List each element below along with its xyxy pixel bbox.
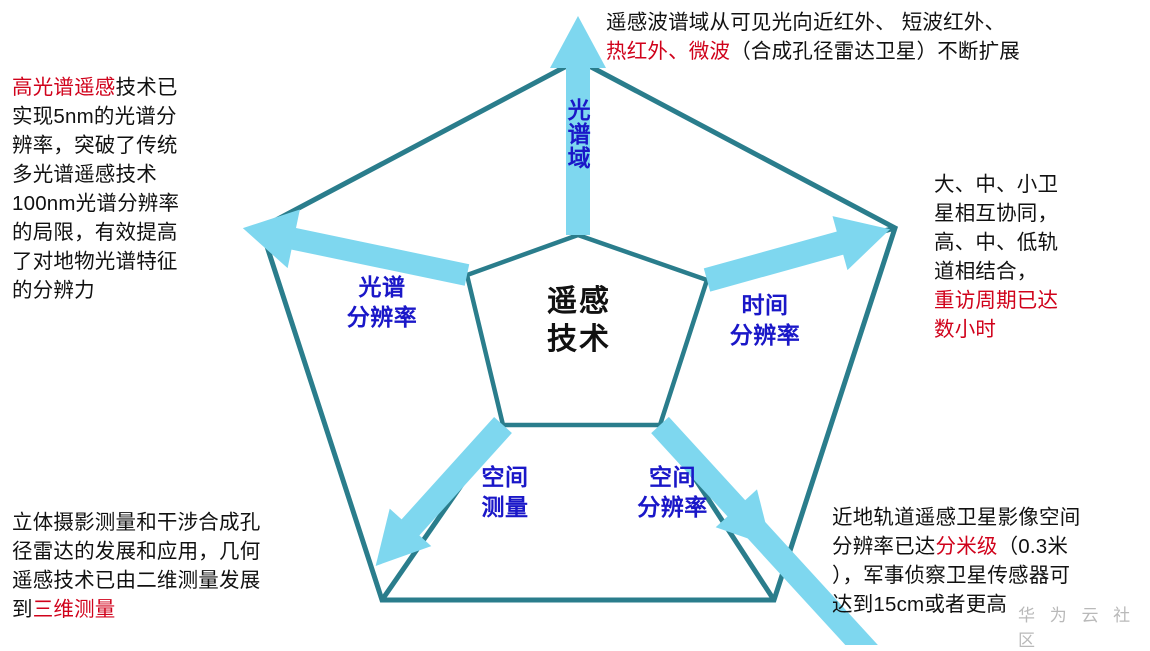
inner-pentagon [464,232,710,428]
node-label-spatial-measurement-line2: 测量 [481,494,529,520]
text-segment-1: 三维测量 [32,598,116,621]
outer-pentagon [257,57,899,603]
text-segment-0: 大、中、小卫 星相互协同， 高、中、低轨 道相结合， [934,173,1059,283]
text-segment-1: 技术已 实现5nm的光谱分 辨率，突破了传统 多光谱遥感技术 100nm光谱分辨… [12,76,180,302]
node-label-temporal-resolution-line2: 分辨率 [729,322,801,348]
note-spatial-resolution: 近地轨道遥感卫星影像空间 分辨率已达分米级（0.3米 ），军事侦察卫星传感器可 … [832,503,1150,619]
center-node-label: 遥感 技术 [517,283,641,359]
text-segment-0: 遥感波谱域从可见光向近红外、 短波红外、 [606,11,1006,34]
node-label-temporal-resolution[interactable]: 时间 分辨率 [710,290,820,350]
text-segment-1: 重访周期已达 数小时 [934,289,1059,341]
arrow-bottom-left [375,416,512,566]
node-label-spectral-resolution-line1: 光谱 [358,274,406,300]
node-label-spatial-resolution[interactable]: 空间 分辨率 [615,462,730,522]
node-label-spatial-measurement[interactable]: 空间 测量 [455,462,555,522]
text-segment-1: 分米级 [935,535,998,558]
node-label-spectral-resolution[interactable]: 光谱 分辨率 [323,272,441,332]
site-watermark: 华 为 云 社 区 [1018,606,1136,650]
text-segment-0: 高光谱遥感 [12,76,116,99]
note-temporal-resolution: 大、中、小卫 星相互协同， 高、中、低轨 道相结合， 重访周期已达 数小时 [934,170,1150,344]
note-spectral-domain: 遥感波谱域从可见光向近红外、 短波红外、 热红外、微波（合成孔径雷达卫星）不断扩… [606,8,1150,66]
arrow-bottom-right [651,416,992,645]
arrow-left [242,209,470,286]
node-label-spectral-domain[interactable]: 光谱域 [564,98,591,170]
note-spatial-measurement: 立体摄影测量和干涉合成孔 径雷达的发展和应用，几何 遥感技术已由二维测量发展 到… [12,508,352,624]
text-segment-0: 立体摄影测量和干涉合成孔 径雷达的发展和应用，几何 遥感技术已由二维测量发展 到 [12,511,261,621]
note-spectral-resolution: 高光谱遥感技术已 实现5nm的光谱分 辨率，突破了传统 多光谱遥感技术 100n… [12,73,247,305]
text-segment-2: （0.3米 ），军事侦察卫星传感器可 达到15cm或者更高 [832,535,1071,616]
text-segment-2: （合成孔径雷达卫星）不断扩展 [730,40,1021,63]
center-label-line1: 遥感 [547,285,611,318]
text-segment-1: 热红外、微波 [606,40,731,63]
node-label-spatial-measurement-line1: 空间 [481,464,529,490]
text-segment-0: 近地轨道遥感卫星影像空间 分辨率已达 [832,506,1081,558]
node-label-spectral-resolution-line2: 分辨率 [346,304,418,330]
radiating-arrows [242,16,992,645]
arrow-top [550,16,606,235]
node-label-spatial-resolution-line2: 分辨率 [637,494,708,520]
node-label-spatial-resolution-line1: 空间 [649,464,696,490]
center-label-line2: 技术 [547,323,611,356]
arrow-right [703,216,891,292]
node-label-temporal-resolution-line1: 时间 [741,292,789,318]
